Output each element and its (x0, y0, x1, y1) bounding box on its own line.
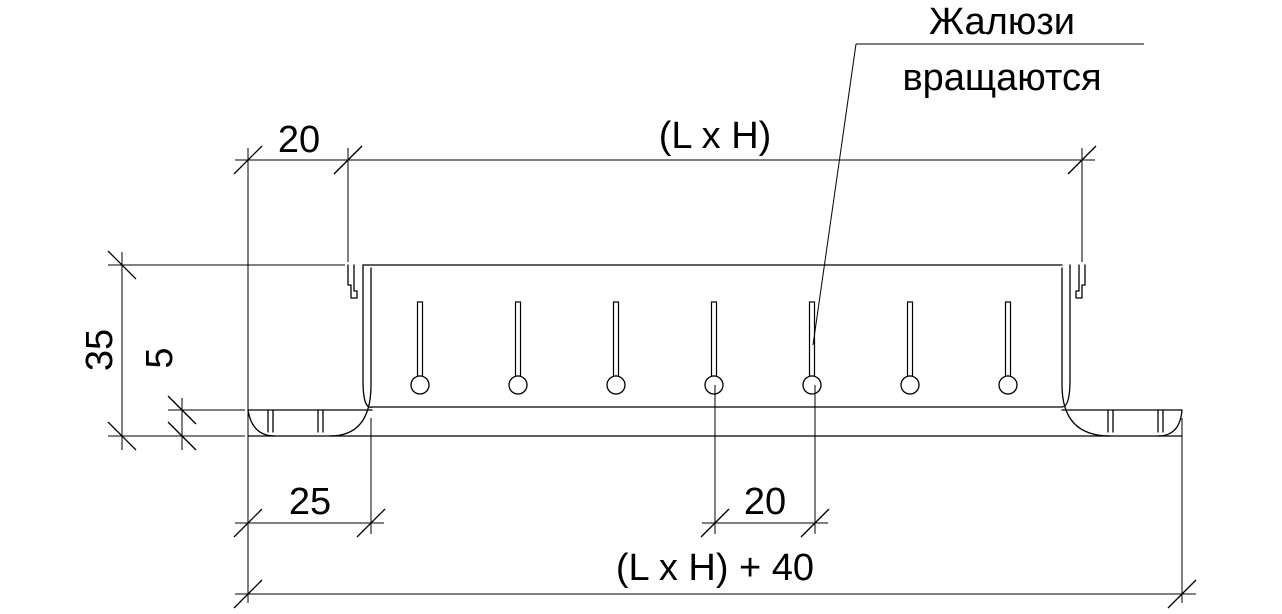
louver-blade (998, 301, 1018, 395)
louver-note: Жалюзи вращаются (812, 1, 1144, 346)
louver-blades (410, 301, 1018, 395)
dim-flange-thickness-label: 5 (139, 347, 181, 368)
extension-lines (108, 148, 1183, 603)
pivot-circle (704, 375, 724, 395)
louver-blade (704, 301, 724, 395)
dim-blade-pitch-label: 20 (744, 481, 786, 523)
pivot-circle (998, 375, 1018, 395)
louver-blade (410, 301, 430, 395)
dimension-bottom: 25 20 (L x H) + 40 (233, 481, 1197, 609)
pivot-circle (410, 375, 430, 395)
louver-note-line1: Жалюзи (929, 1, 1075, 43)
pivot-circle (508, 375, 528, 395)
dim-flange-top-label: 20 (278, 119, 320, 161)
louver-blade (606, 301, 626, 395)
dimension-top: 20 (L x H) (233, 115, 1097, 175)
dim-flange-bottom-label: 25 (289, 481, 331, 523)
dim-opening-label: (L x H) (659, 115, 772, 157)
pivot-circle (606, 375, 626, 395)
louver-blade (508, 301, 528, 395)
right-frame-profile (1061, 264, 1183, 437)
pivot-circle (802, 375, 822, 395)
dimension-left: 35 5 (79, 250, 197, 451)
dim-overall-label: (L x H) + 40 (616, 547, 814, 589)
left-frame-profile (247, 264, 373, 437)
dim-total-height-label: 35 (79, 329, 121, 371)
pivot-circle (900, 375, 920, 395)
louver-blade (802, 301, 822, 395)
louver-note-line2: вращаются (902, 57, 1101, 99)
louver-blade (900, 301, 920, 395)
